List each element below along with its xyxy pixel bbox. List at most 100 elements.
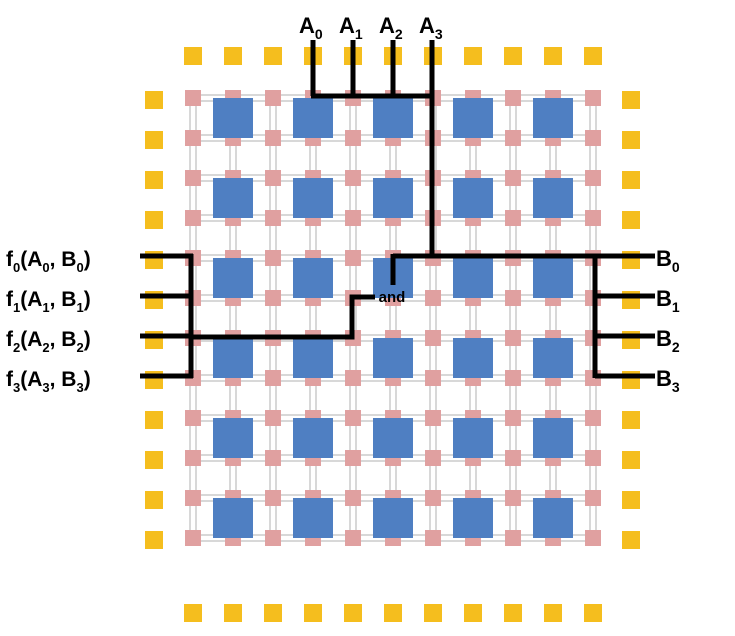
io-pad	[544, 47, 562, 65]
switch-box	[345, 170, 361, 186]
io-pad	[584, 47, 602, 65]
switch-box	[345, 370, 361, 386]
switch-box	[425, 450, 441, 466]
io-pad	[544, 604, 562, 622]
switch-box	[345, 530, 361, 546]
switch-box	[585, 90, 601, 106]
io-pad	[145, 131, 163, 149]
logic-block	[453, 98, 493, 138]
logic-block	[213, 258, 253, 298]
switch-box	[265, 90, 281, 106]
switch-box	[345, 450, 361, 466]
io-pad	[184, 604, 202, 622]
io-pad	[304, 604, 322, 622]
switch-boxes	[185, 90, 601, 546]
io-pad	[184, 47, 202, 65]
logic-block	[373, 98, 413, 138]
switch-box	[425, 330, 441, 346]
switch-box	[185, 450, 201, 466]
switch-box	[265, 250, 281, 266]
logic-block	[293, 418, 333, 458]
logic-block	[373, 418, 413, 458]
switch-box	[425, 490, 441, 506]
switch-box	[505, 530, 521, 546]
io-pad	[344, 604, 362, 622]
io-pad	[264, 47, 282, 65]
switch-box	[185, 90, 201, 106]
switch-box	[585, 210, 601, 226]
logic-block	[293, 258, 333, 298]
io-pad	[384, 604, 402, 622]
input-label-a3: A3	[419, 13, 443, 42]
switch-box	[265, 170, 281, 186]
input-label-a2: A2	[379, 13, 403, 42]
right-input-labels: B0 B1 B2 B3	[656, 246, 680, 395]
input-label-a0: A0	[299, 13, 323, 42]
switch-box	[185, 530, 201, 546]
input-label-b0: B0	[656, 246, 680, 275]
switch-box	[425, 370, 441, 386]
switch-box	[505, 370, 521, 386]
switch-box	[345, 130, 361, 146]
input-label-b1: B1	[656, 286, 680, 315]
logic-block	[533, 98, 573, 138]
switch-box	[585, 410, 601, 426]
switch-box	[265, 210, 281, 226]
logic-block	[373, 498, 413, 538]
logic-block	[213, 498, 253, 538]
switch-box	[585, 170, 601, 186]
logic-block	[293, 498, 333, 538]
io-pad	[622, 531, 640, 549]
io-pad	[622, 171, 640, 189]
switch-box	[505, 410, 521, 426]
logic-block	[533, 418, 573, 458]
io-pad	[145, 91, 163, 109]
io-pad	[145, 531, 163, 549]
switch-box	[505, 130, 521, 146]
switch-box	[425, 290, 441, 306]
io-pad	[622, 131, 640, 149]
switch-box	[505, 290, 521, 306]
logic-block	[453, 498, 493, 538]
io-pad	[622, 211, 640, 229]
output-label-f3: f3(A3, B3)	[6, 368, 91, 395]
switch-box	[585, 490, 601, 506]
io-pad	[622, 91, 640, 109]
io-pad	[464, 604, 482, 622]
switch-box	[185, 130, 201, 146]
output-label-f1: f1(A1, B1)	[6, 288, 91, 315]
logic-block	[213, 98, 253, 138]
switch-box	[265, 370, 281, 386]
switch-box	[505, 210, 521, 226]
logic-block	[213, 178, 253, 218]
switch-box	[185, 210, 201, 226]
io-pad	[145, 211, 163, 229]
io-pad	[145, 171, 163, 189]
logic-block	[533, 178, 573, 218]
switch-box	[345, 410, 361, 426]
logic-block	[293, 178, 333, 218]
and-gate-label: and	[379, 289, 406, 306]
routing-tracks	[187, 92, 599, 544]
switch-box	[585, 450, 601, 466]
logic-block	[533, 258, 573, 298]
output-label-f2: f2(A2, B2)	[6, 328, 91, 355]
switch-box	[505, 490, 521, 506]
logic-block	[533, 498, 573, 538]
signal-wires	[140, 40, 655, 379]
switch-box	[185, 490, 201, 506]
switch-box	[265, 410, 281, 426]
io-pad	[584, 604, 602, 622]
input-label-b2: B2	[656, 326, 680, 355]
switch-box	[265, 530, 281, 546]
input-label-a1: A1	[339, 13, 363, 42]
switch-box	[265, 490, 281, 506]
output-label-f0: f0(A0, B0)	[6, 248, 91, 275]
logic-blocks	[213, 98, 573, 538]
io-pad	[224, 47, 242, 65]
io-pad	[224, 604, 242, 622]
switch-box	[265, 450, 281, 466]
logic-block	[533, 338, 573, 378]
switch-box	[585, 130, 601, 146]
